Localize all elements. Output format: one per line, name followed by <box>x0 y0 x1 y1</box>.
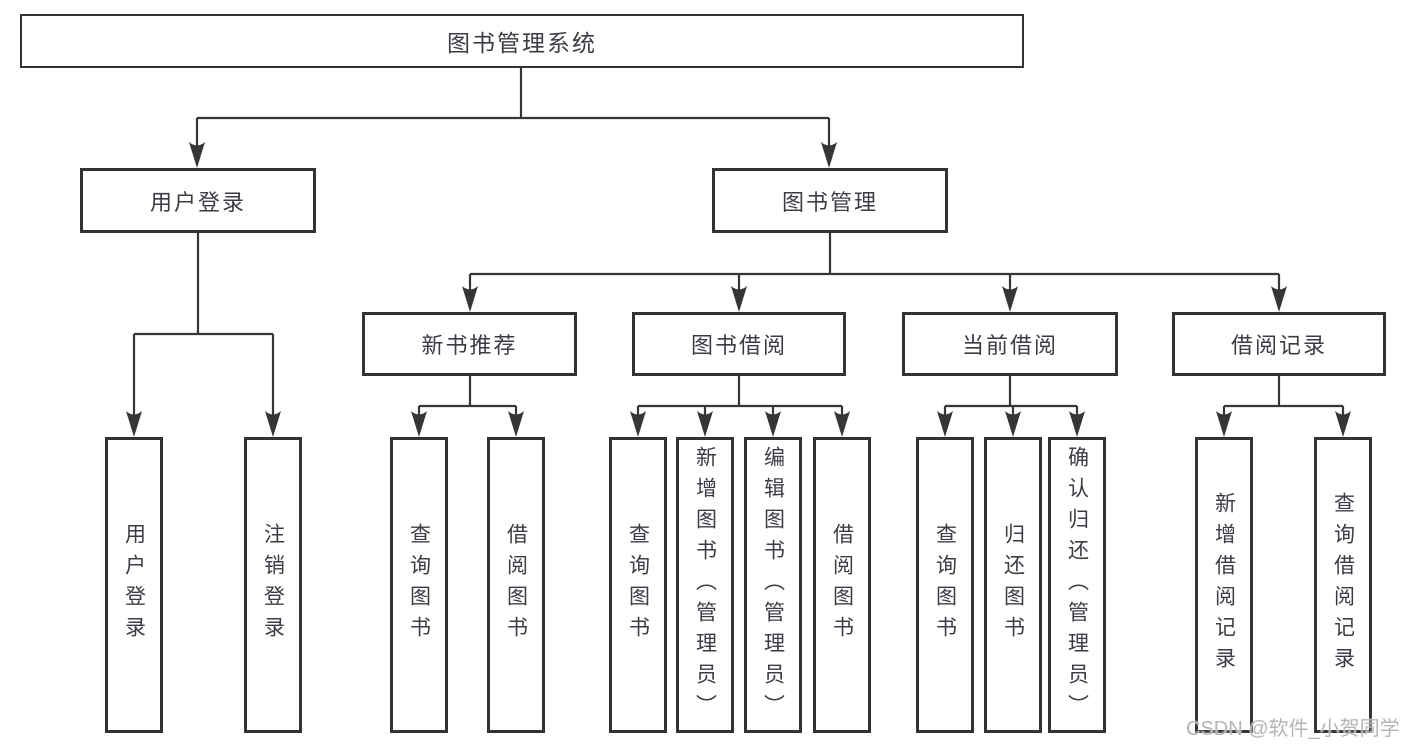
leaf-borrow-books: 借阅图书 <box>813 437 871 733</box>
node-book-borrowing-label: 图书借阅 <box>690 333 787 358</box>
arrowhead-down-icon <box>765 411 781 437</box>
node-library-management-system: 图书管理系统 <box>20 14 1024 68</box>
leaf-current-query-books-label: 查询图书 <box>933 523 957 647</box>
leaf-borrow-query-books: 查询图书 <box>609 437 667 733</box>
leaf-borrow-books-label: 借阅图书 <box>830 523 854 647</box>
arrowhead-down-icon <box>1005 411 1021 437</box>
arrowhead-down-icon <box>189 142 205 168</box>
leaf-user-login: 用户登录 <box>105 437 163 733</box>
leaf-return-books-label: 归还图书 <box>1001 523 1025 647</box>
arrowhead-down-icon <box>1335 411 1351 437</box>
arrowhead-down-icon <box>937 411 953 437</box>
arrowhead-down-icon <box>1271 286 1287 312</box>
leaf-return-books: 归还图书 <box>984 437 1042 733</box>
node-new-book-recommend-label: 新书推荐 <box>421 333 518 358</box>
arrowhead-down-icon <box>1216 411 1232 437</box>
arrowhead-down-icon <box>1069 411 1085 437</box>
arrowhead-down-icon <box>834 411 850 437</box>
leaf-add-books-admin-label: 新增图书（管理员） <box>693 445 717 725</box>
leaf-newbook-borrow-books: 借阅图书 <box>487 437 545 733</box>
arrowhead-down-icon <box>462 286 478 312</box>
leaf-borrow-query-books-label: 查询图书 <box>626 523 650 647</box>
arrowhead-down-icon <box>265 411 281 437</box>
csdn-watermark: CSDN @软件_小贺同学 <box>1186 718 1400 740</box>
leaf-newbook-query-books: 查询图书 <box>390 437 448 733</box>
node-current-borrowing: 当前借阅 <box>902 312 1118 376</box>
node-borrowing-records-label: 借阅记录 <box>1230 333 1327 358</box>
arrowhead-down-icon <box>697 411 713 437</box>
leaf-edit-books-admin: 编辑图书（管理员） <box>744 437 802 733</box>
leaf-logout-label: 注销登录 <box>261 523 285 647</box>
leaf-query-borrow-record-label: 查询借阅记录 <box>1331 492 1355 678</box>
leaf-newbook-borrow-books-label: 借阅图书 <box>504 523 528 647</box>
node-book-management: 图书管理 <box>712 168 948 233</box>
arrowhead-down-icon <box>411 411 427 437</box>
arrowhead-down-icon <box>508 411 524 437</box>
node-user-login-label: 用户登录 <box>149 189 246 215</box>
leaf-confirm-return-admin-label: 确认归还（管理员） <box>1065 445 1089 725</box>
leaf-add-books-admin: 新增图书（管理员） <box>676 437 734 733</box>
node-library-management-system-label: 图书管理系统 <box>447 30 597 56</box>
leaf-newbook-query-books-label: 查询图书 <box>407 523 431 647</box>
node-user-login: 用户登录 <box>80 168 316 233</box>
leaf-confirm-return-admin: 确认归还（管理员） <box>1048 437 1106 733</box>
arrowhead-down-icon <box>1002 286 1018 312</box>
arrowhead-down-icon <box>731 286 747 312</box>
leaf-add-borrow-record: 新增借阅记录 <box>1195 437 1253 733</box>
leaf-user-login-label: 用户登录 <box>122 523 146 647</box>
leaf-current-query-books: 查询图书 <box>916 437 974 733</box>
arrowhead-down-icon <box>821 142 837 168</box>
node-book-management-label: 图书管理 <box>781 189 878 215</box>
leaf-query-borrow-record: 查询借阅记录 <box>1314 437 1372 733</box>
arrowhead-down-icon <box>630 411 646 437</box>
node-book-borrowing: 图书借阅 <box>632 312 846 376</box>
leaf-edit-books-admin-label: 编辑图书（管理员） <box>761 445 785 725</box>
leaf-add-borrow-record-label: 新增借阅记录 <box>1212 492 1236 678</box>
node-borrowing-records: 借阅记录 <box>1172 312 1386 376</box>
node-current-borrowing-label: 当前借阅 <box>961 333 1058 358</box>
leaf-logout: 注销登录 <box>244 437 302 733</box>
arrowhead-down-icon <box>126 411 142 437</box>
node-new-book-recommend: 新书推荐 <box>362 312 577 376</box>
